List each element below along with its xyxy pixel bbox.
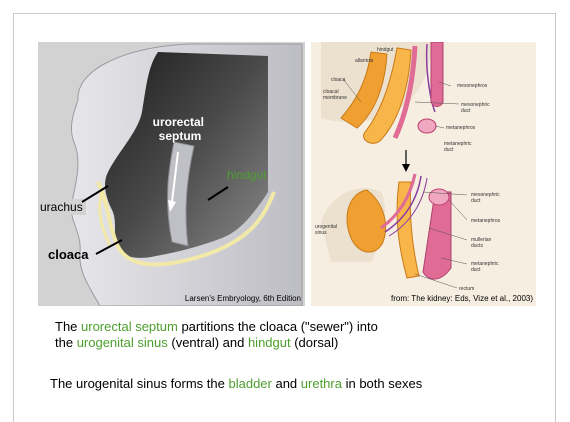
caption-3-term-bladder: bladder (228, 376, 271, 391)
caption-2-term-urogenital-sinus: urogenital sinus (77, 335, 168, 350)
caption-3-text-b: and (272, 376, 301, 391)
caption-3-text-c: in both sexes (342, 376, 422, 391)
caption-2-text-b: (ventral) and (168, 335, 248, 350)
credit-larsen: Larsen's Embryology, 6th Edition (185, 294, 301, 303)
tlabel-mtd-2: duct (444, 147, 454, 153)
label-urachus: urachus (40, 200, 83, 214)
blabel-metanephros: metanephros (471, 218, 501, 224)
tlabel-mesonephros: mesonephros (457, 83, 488, 89)
tlabel-md-2: duct (461, 108, 471, 114)
caption-2-text-a: the (55, 335, 77, 350)
caption-2-text-c: (dorsal) (291, 335, 339, 350)
label-urorectal-septum: urorectal septum (153, 115, 208, 143)
caption-1-text-b: partitions the cloaca ("sewer") into (178, 319, 378, 334)
caption-line-2: the urogenital sinus (ventral) and hindg… (55, 335, 555, 350)
caption-3-term-urethra: urethra (301, 376, 342, 391)
caption-3-text-a: The urogenital sinus forms the (50, 376, 228, 391)
caption-line-3: The urogenital sinus forms the bladder a… (50, 376, 550, 391)
cloaca-partition-figure: hindgut allantois cloaca cloacal membran… (311, 42, 536, 306)
tlabel-metanephros: metanephros (446, 125, 476, 131)
cloaca-partition-illustration: hindgut allantois cloaca cloacal membran… (311, 42, 536, 306)
caption-1-term-urorectal-septum: urorectal septum (81, 319, 178, 334)
blabel-md-2: duct (471, 198, 481, 204)
caption-1-text-a: The (55, 319, 81, 334)
tlabel-allantois: allantois (355, 58, 374, 64)
mesonephros-shape (431, 42, 443, 107)
caption-2-term-hindgut: hindgut (248, 335, 291, 350)
blabel-mu-2: ducts (471, 243, 483, 249)
label-cloaca: cloaca (48, 247, 89, 262)
label-urorectal-line2: septum (159, 129, 202, 143)
credit-vize: from: The kidney: Eds, Vize et al., 2003… (391, 294, 533, 303)
blabel-us-2: sinus (315, 230, 327, 236)
embryo-section-figure: urorectal septum hindgut urachus cloaca … (38, 42, 305, 306)
metanephros-bottom-shape (429, 189, 449, 205)
label-urorectal-line1: urorectal (153, 115, 204, 129)
embryo-section-illustration: urorectal septum hindgut urachus cloaca … (38, 42, 305, 306)
blabel-rectum: rectum (459, 286, 474, 292)
caption-line-1: The urorectal septum partitions the cloa… (55, 319, 555, 334)
metanephros-shape (418, 119, 436, 133)
tlabel-hindgut: hindgut (377, 47, 394, 53)
blabel-mtd-2: duct (471, 267, 481, 273)
tlabel-cm-2: membrane (323, 95, 347, 101)
label-hindgut: hindgut (227, 168, 267, 182)
